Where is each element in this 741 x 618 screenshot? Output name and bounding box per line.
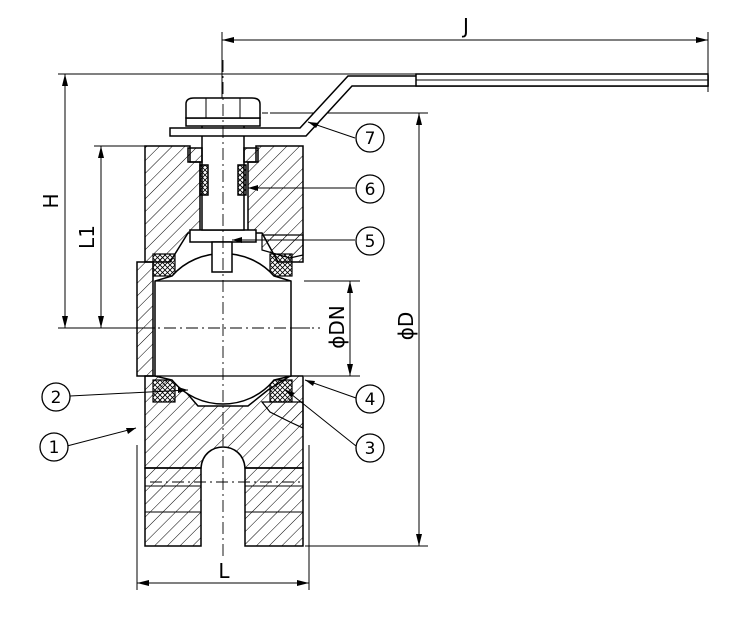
callout-5-circle [355,226,385,256]
callout-circles [39,123,385,463]
seat-top-left [152,253,176,277]
callout-5: 5 [365,232,376,252]
body-left-wall [136,261,154,377]
dimension-d-label: ϕD [394,312,418,341]
callout-3: 3 [365,439,376,459]
callout-7-circle [355,123,385,153]
leader-arrows [126,122,319,434]
callout-1-circle [39,432,69,462]
dimension-j-label: J [461,14,469,38]
callout-2-circle [41,382,71,412]
end-connection-left [144,467,202,547]
stem-tang [211,241,233,273]
seat-bottom-right [269,379,293,403]
callout-2: 2 [51,388,62,408]
body-lower [144,375,304,469]
callout-7: 7 [365,129,376,149]
dimension-l-label: L [218,559,230,583]
seat-top-right [269,253,293,277]
callout-6-circle [355,174,385,204]
handle-assembly [169,73,709,137]
callout-4-circle [355,384,385,414]
valve-body [136,145,304,547]
gland-right [243,147,259,163]
dimension-arrows [62,37,708,586]
gland-left [187,147,203,163]
callout-3-circle [355,433,385,463]
callout-numbers: 1 2 3 4 5 6 7 [49,129,376,459]
center-lines [120,60,320,560]
end-connection-right [244,467,304,547]
callout-4: 4 [365,390,376,410]
dimension-h-label: H [39,193,63,208]
callout-6: 6 [365,180,376,200]
packing-right [237,164,247,196]
dimension-l1-label: L1 [75,225,99,249]
callout-1: 1 [49,438,60,458]
body-upper-left [144,145,201,263]
packing-left [199,164,209,196]
dimension-dn-label: ϕDN [325,305,349,349]
thread-lines [145,485,303,513]
end-cap [260,234,304,429]
dimension-labels: J L H L1 ϕDN ϕD [39,14,469,583]
